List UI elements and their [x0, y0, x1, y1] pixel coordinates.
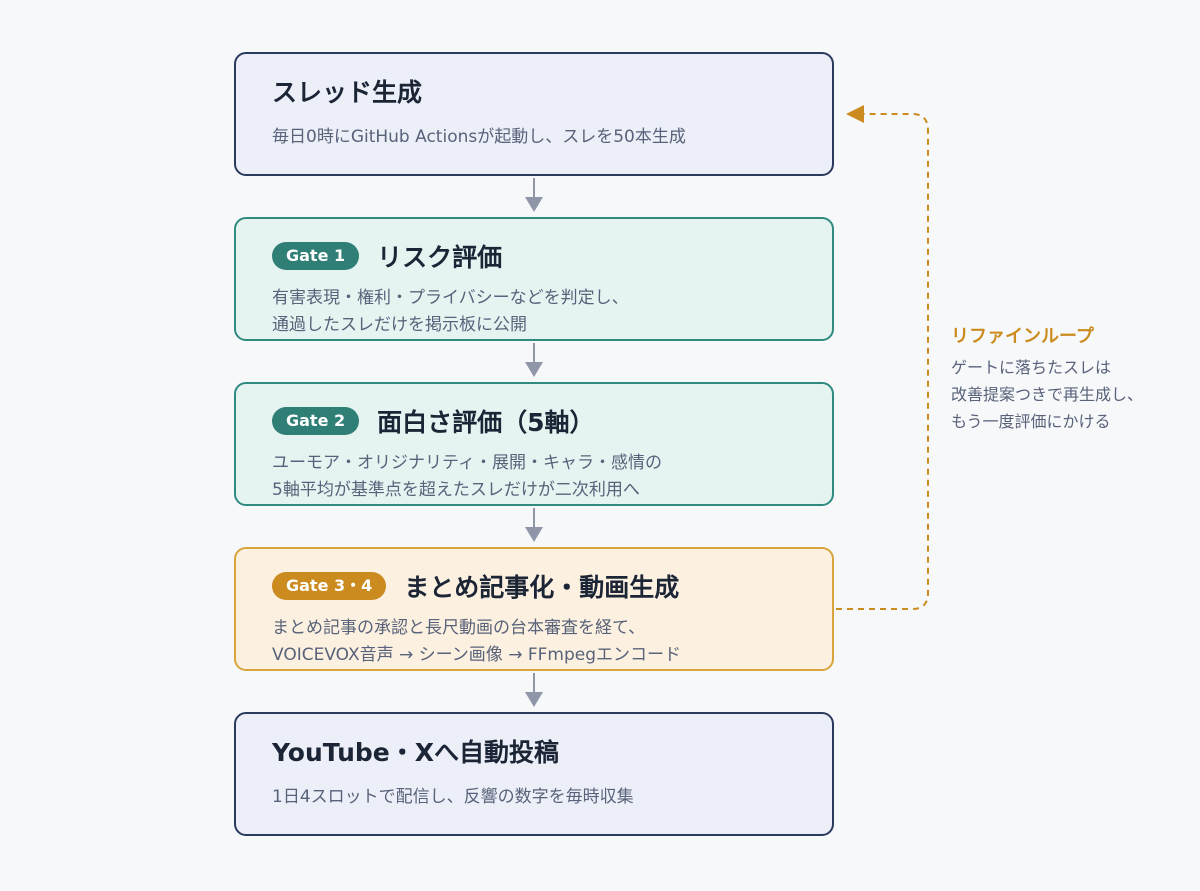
down-arrow-4-icon — [525, 673, 543, 707]
gate-badge: Gate 2 — [272, 407, 360, 435]
step-description: ユーモア・オリジナリティ・展開・キャラ・感情の 5軸平均が基準点を超えたスレだけ… — [272, 450, 796, 504]
desc-line: 通過したスレだけを掲示板に公開 — [272, 315, 527, 335]
gate-badge: Gate 3・4 — [272, 572, 387, 600]
step-title: スレッド生成 — [272, 78, 423, 107]
loop-title: リファインループ — [951, 326, 1094, 347]
step-title: 面白さ評価（5軸） — [377, 408, 595, 437]
gate-badge: Gate 1 — [272, 242, 360, 270]
step-description: まとめ記事の承認と長尺動画の台本審査を経て、 VOICEVOX音声 → シーン画… — [272, 615, 796, 669]
desc-line: 5軸平均が基準点を超えたスレだけが二次利用へ — [272, 480, 640, 500]
desc-line: ユーモア・オリジナリティ・展開・キャラ・感情の — [272, 453, 662, 473]
step-gate-2-fun: Gate 2 面白さ評価（5軸） ユーモア・オリジナリティ・展開・キャラ・感情の… — [234, 382, 834, 506]
loop-desc-line: もう一度評価にかける — [951, 412, 1111, 431]
loop-description: ゲートに落ちたスレは 改善提案つきで再生成し、 もう一度評価にかける — [951, 354, 1191, 435]
step-title: まとめ記事化・動画生成 — [404, 573, 680, 602]
step-title: YouTube・Xへ自動投稿 — [272, 738, 560, 767]
desc-line: 有害表現・権利・プライバシーなどを判定し、 — [272, 288, 629, 308]
loop-desc-line: ゲートに落ちたスレは — [951, 358, 1112, 377]
step-description: 有害表現・権利・プライバシーなどを判定し、 通過したスレだけを掲示板に公開 — [272, 285, 796, 339]
desc-line: 1日4スロットで配信し、反響の数字を毎時収集 — [272, 787, 634, 807]
refine-loop-note: リファインループ ゲートに落ちたスレは 改善提案つきで再生成し、 もう一度評価に… — [951, 322, 1191, 435]
step-auto-post: YouTube・Xへ自動投稿 1日4スロットで配信し、反響の数字を毎時収集 — [234, 712, 834, 836]
desc-line: VOICEVOX音声 → シーン画像 → FFmpegエンコード — [272, 645, 682, 665]
step-title: リスク評価 — [377, 243, 503, 272]
refine-loop-arrow-icon — [836, 105, 929, 610]
step-gate-1-risk: Gate 1 リスク評価 有害表現・権利・プライバシーなどを判定し、 通過したス… — [234, 217, 834, 341]
down-arrow-2-icon — [525, 343, 543, 377]
down-arrow-1-icon — [525, 178, 543, 212]
loop-desc-line: 改善提案つきで再生成し、 — [951, 385, 1144, 404]
desc-line: まとめ記事の承認と長尺動画の台本審査を経て、 — [272, 618, 646, 638]
step-gate-3-4-article-video: Gate 3・4 まとめ記事化・動画生成 まとめ記事の承認と長尺動画の台本審査を… — [234, 547, 834, 671]
step-description: 毎日0時にGitHub Actionsが起動し、スレを50本生成 — [272, 124, 796, 151]
down-arrow-3-icon — [525, 508, 543, 542]
step-description: 1日4スロットで配信し、反響の数字を毎時収集 — [272, 784, 796, 811]
desc-line: 毎日0時にGitHub Actionsが起動し、スレを50本生成 — [272, 127, 686, 147]
step-thread-generation: スレッド生成 毎日0時にGitHub Actionsが起動し、スレを50本生成 — [234, 52, 834, 176]
